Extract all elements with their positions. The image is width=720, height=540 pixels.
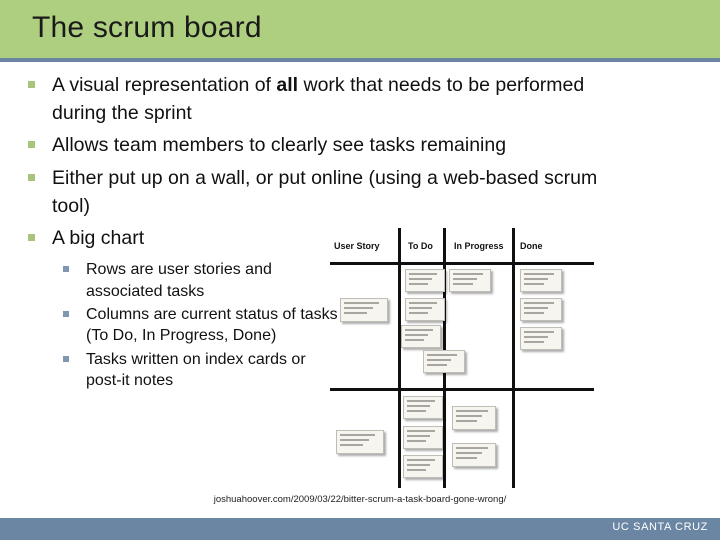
header-divider-rule: [0, 58, 720, 62]
bullet-square-icon: [28, 234, 35, 242]
board-row-separator: [330, 388, 594, 391]
bullet-text-3: Either put up on a wall, or put online (…: [52, 167, 598, 217]
sticky-note: [520, 298, 562, 321]
sticky-note: [452, 406, 496, 430]
bullet-text-4: A big chart: [52, 227, 145, 250]
board-column-header-in-progress: In Progress: [454, 241, 504, 251]
sub-bullet-list: Rows are user stories and associated tas…: [0, 259, 720, 392]
sticky-note: [452, 443, 496, 467]
scrum-board-image: User Story To Do In Progress Done: [330, 228, 594, 488]
sticky-note: [336, 430, 384, 454]
sticky-note: [401, 325, 441, 348]
sticky-note: [403, 396, 443, 419]
bullet-item-4: A big chart: [0, 225, 640, 253]
bullet-item-2: Allows team members to clearly see tasks…: [0, 132, 640, 160]
bullet-emphasis-all: all: [276, 74, 299, 96]
sub-bullet-item-3: Tasks written on index cards or post-it …: [0, 349, 340, 392]
sticky-note: [449, 269, 491, 292]
sub-bullet-square-icon: [63, 355, 69, 362]
sticky-note: [520, 327, 562, 350]
board-column-divider-3: [512, 228, 515, 488]
page-title: The scrum board: [32, 11, 262, 44]
footer-band: [0, 518, 720, 540]
sticky-note: [403, 426, 443, 449]
sub-bullet-text-2: Columns are current status of tasks (To …: [86, 306, 338, 345]
sticky-note: [405, 269, 445, 292]
sub-bullet-item-1: Rows are user stories and associated tas…: [0, 259, 340, 302]
sticky-note: [423, 350, 465, 373]
footer-organization: UC SANTA CRUZ: [612, 521, 708, 533]
bullet-square-icon: [28, 81, 35, 88]
board-column-header-done: Done: [520, 241, 543, 251]
board-column-header-user-story: User Story: [334, 241, 380, 251]
sticky-note: [520, 269, 562, 292]
sub-bullet-square-icon: [63, 266, 69, 273]
sub-bullet-square-icon: [63, 311, 69, 317]
sub-bullet-item-2: Columns are current status of tasks (To …: [0, 304, 340, 347]
sticky-note: [405, 298, 445, 321]
bullet-text-1a: A visual representation of: [52, 74, 277, 96]
sub-bullet-text-3: Tasks written on index cards or post-it …: [86, 350, 306, 390]
bullet-item-1: A visual representation of all work that…: [0, 72, 640, 127]
header-band: [0, 0, 720, 58]
bullet-text-2: Allows team members to clearly see tasks…: [52, 134, 507, 157]
sub-bullet-text-1: Rows are user stories and associated tas…: [86, 261, 272, 300]
board-header-separator: [330, 262, 594, 265]
bullet-text-1b: work that needs to be performed during t…: [52, 74, 585, 124]
board-column-header-to-do: To Do: [408, 241, 433, 251]
content-body: A visual representation of all work that…: [0, 72, 720, 394]
bullet-square-icon: [28, 141, 35, 149]
sticky-note: [340, 298, 388, 322]
bullet-square-icon: [28, 174, 35, 182]
sticky-note: [403, 455, 443, 478]
source-caption: joshuahoover.com/2009/03/22/bitter-scrum…: [213, 494, 507, 505]
board-column-divider-1: [398, 228, 401, 488]
bullet-item-3: Either put up on a wall, or put online (…: [0, 165, 640, 220]
